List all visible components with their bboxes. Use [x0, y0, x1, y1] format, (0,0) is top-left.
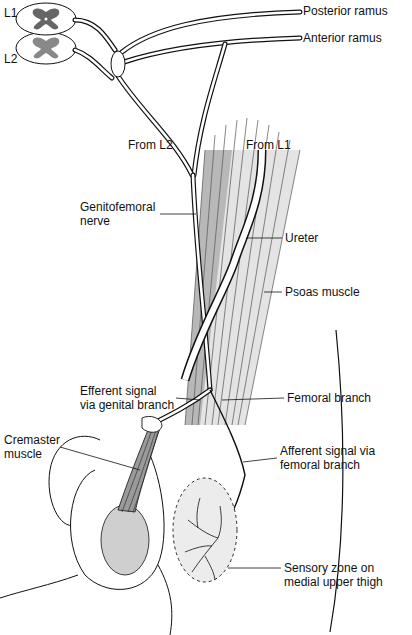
nerve-ending [218, 506, 221, 538]
part-label: Cremaster muscle [4, 433, 64, 461]
ureter [185, 150, 262, 380]
signal-label: Efferent signal via genital branch [80, 384, 175, 412]
nerve-from-l1 [194, 44, 225, 175]
gray-matter [33, 37, 60, 58]
part-label: Psoas muscle [285, 285, 385, 299]
leader-line [246, 238, 282, 239]
ganglion [111, 51, 125, 77]
part-label: Anterior ramus [303, 31, 408, 45]
muscle-fiber [218, 120, 258, 425]
leader-line [228, 568, 281, 569]
body-outline [158, 565, 172, 635]
muscle-fiber [238, 140, 290, 425]
spinal-level-label: L1 [4, 6, 24, 20]
part-label: Femoral branch [287, 391, 397, 405]
nerve-ending [185, 546, 212, 552]
gray-matter [33, 8, 60, 29]
psoas-muscle [185, 150, 300, 425]
part-label: From L1 [246, 138, 306, 152]
part-label: Ureter [285, 231, 345, 245]
body-outline [0, 575, 78, 598]
spinal-cord-section [16, 32, 76, 64]
leader-line [264, 292, 282, 293]
leader-line [176, 398, 200, 400]
cremaster-muscle [118, 425, 160, 512]
part-label: Sensory zone on medial upper thigh [284, 561, 404, 589]
ureter [185, 150, 262, 380]
muscle-fiber [133, 432, 158, 512]
part-label: Posterior ramus [303, 4, 408, 18]
anterior-ramus [124, 38, 300, 62]
nerve-from-l2 [118, 76, 192, 175]
nerve-ending [188, 520, 218, 538]
inguinal-ring [142, 416, 162, 432]
leader-line [222, 398, 284, 400]
nerve-root [75, 20, 115, 50]
scrotum-outline [71, 455, 165, 589]
leader-line [160, 214, 196, 215]
muscle-fiber [232, 132, 279, 425]
cremaster-fibers [122, 430, 158, 512]
nerve-from-l2 [118, 76, 192, 175]
sensory-zone [173, 478, 237, 582]
nerve-ending [205, 556, 215, 580]
central-canal [45, 18, 48, 21]
nerve-root [75, 20, 115, 50]
spinal-cord-section [16, 3, 76, 35]
spinal-level-label: L2 [4, 52, 24, 66]
anterior-ramus [124, 38, 300, 62]
part-label: From L2 [128, 138, 188, 152]
nerve-endings [185, 498, 221, 580]
nerve-root [75, 50, 112, 78]
nerve-root [75, 50, 112, 78]
testis [101, 505, 149, 575]
nerve-from-l1 [194, 44, 225, 175]
nerve-ending [197, 498, 200, 528]
signal-label: Afferent signal via femoral branch [280, 444, 400, 472]
leader-line [243, 458, 277, 462]
muscle-fibers [185, 118, 300, 425]
nerve-ending [192, 538, 218, 572]
part-label: Genitofemoral nerve [80, 200, 165, 228]
muscle-fiber [128, 430, 156, 512]
leader-line [60, 447, 140, 470]
